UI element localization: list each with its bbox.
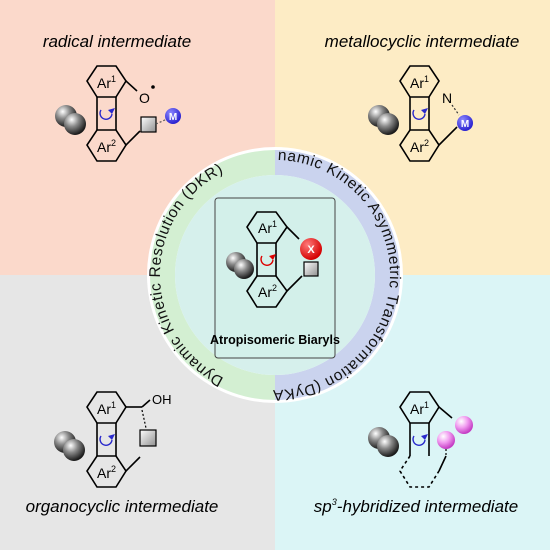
molecule-radical: Ar1 Ar2 O M bbox=[55, 65, 181, 162]
radical-square bbox=[140, 116, 157, 133]
sp3-pink-2 bbox=[455, 416, 473, 434]
center-title: Atropisomeric Biaryls bbox=[210, 333, 340, 347]
molecule-sp3: Ar1 bbox=[368, 391, 473, 488]
center-x-label: X bbox=[307, 244, 315, 256]
label-organocyclic: organocyclic intermediate bbox=[26, 497, 219, 516]
radical-ar1: Ar1 bbox=[97, 74, 116, 91]
center-ball-2 bbox=[234, 259, 254, 279]
radical-oxygen: O bbox=[139, 90, 150, 106]
center-ar1: Ar1 bbox=[258, 219, 277, 236]
metallo-ar2: Ar2 bbox=[410, 138, 429, 155]
center-x-circle bbox=[300, 238, 322, 260]
metallo-nitrogen: N bbox=[442, 90, 452, 106]
center-square bbox=[303, 261, 319, 277]
metallo-ar1: Ar1 bbox=[410, 74, 429, 91]
label-radical: radical intermediate bbox=[43, 32, 191, 51]
organo-ar1: Ar1 bbox=[97, 400, 116, 417]
molecule-metallocyclic: Ar1 Ar2 N M bbox=[368, 65, 473, 162]
center-rotation-arrow bbox=[260, 255, 274, 266]
label-metallocyclic: metallocyclic intermediate bbox=[325, 32, 520, 51]
radical-metal bbox=[165, 108, 181, 124]
center-molecule: Ar1 Ar2 X bbox=[226, 211, 322, 308]
organo-square bbox=[139, 429, 157, 447]
radical-ball-2 bbox=[64, 113, 86, 135]
svg-text:M: M bbox=[169, 112, 177, 123]
organo-ball-2 bbox=[63, 439, 85, 461]
metallo-metal bbox=[457, 115, 473, 131]
ring-right-dykat bbox=[275, 150, 400, 400]
center-ar2: Ar2 bbox=[258, 283, 277, 300]
organo-ar2: Ar2 bbox=[97, 464, 116, 481]
organo-oh: OH bbox=[152, 392, 172, 407]
sp3-ar1: Ar1 bbox=[410, 400, 429, 417]
radical-ar2: Ar2 bbox=[97, 138, 116, 155]
label-sp3: sp3-hybridized intermediate bbox=[314, 497, 518, 516]
svg-text:M: M bbox=[461, 119, 469, 130]
ring-left-dkr bbox=[150, 150, 275, 400]
sp3-ball-2 bbox=[377, 435, 399, 457]
metallo-ball-2 bbox=[377, 113, 399, 135]
center-box bbox=[214, 197, 336, 359]
molecule-organocyclic: Ar1 Ar2 OH bbox=[54, 391, 172, 488]
sp3-pink-1 bbox=[437, 431, 455, 449]
radical-dot bbox=[151, 85, 155, 89]
